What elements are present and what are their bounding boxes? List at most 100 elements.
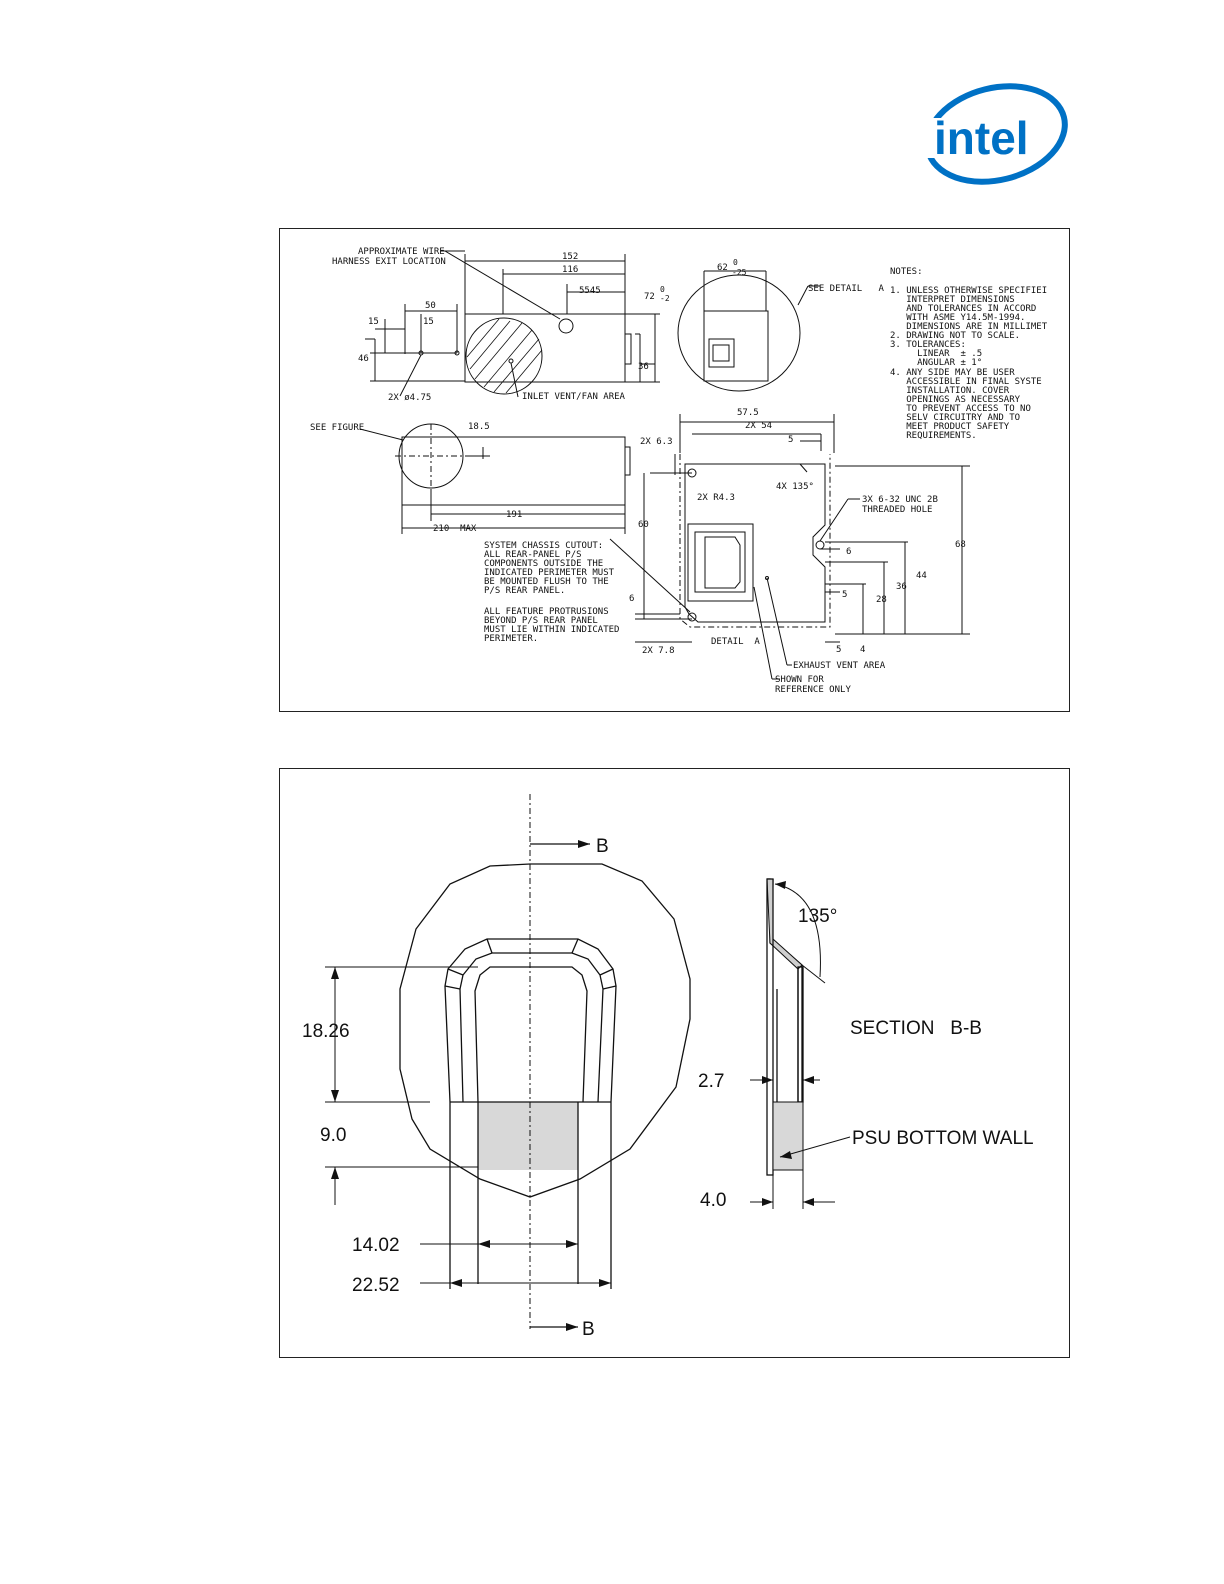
detail-a-title: DETAIL A <box>711 637 760 647</box>
see-figure-label: SEE FIGURE <box>310 423 364 433</box>
notes-line: REQUIREMENTS. <box>890 431 977 441</box>
dim-14-02: 14.02 <box>352 1235 400 1256</box>
dim-36-front: 36 <box>638 362 649 372</box>
intel-logo-mark: intel <box>920 83 1068 185</box>
notes-line: 1. UNLESS OTHERWISE SPECIFIEI <box>890 286 1047 296</box>
notes-line: 4. ANY SIDE MAY BE USER <box>890 368 1015 378</box>
intel-logo-text: intel <box>934 112 1029 164</box>
chassis-note-line: P/S REAR PANEL. <box>484 586 565 596</box>
section-title: SECTION B-B <box>850 1018 982 1039</box>
psu-front-view <box>365 250 660 398</box>
dim-6-bottom: 6 <box>629 594 634 604</box>
detail-a-callout <box>677 270 820 392</box>
dim-62: 62 <box>717 263 728 273</box>
see-detail-label: SEE DETAIL A <box>808 284 884 294</box>
notes-line: NOTES: <box>890 267 923 277</box>
notes-line: INSTALLATION. COVER <box>890 386 1010 396</box>
notes-line: ANGULAR ± 1° <box>890 358 982 368</box>
dim-72: 72 <box>644 292 655 302</box>
thread-label-1: 3X 6-32 UNC 2B <box>862 495 938 505</box>
dim-210-max: 210 MAX <box>433 524 477 534</box>
dim-152: 152 <box>562 252 578 262</box>
dim-191: 191 <box>506 510 522 520</box>
psu-side-view <box>359 423 631 534</box>
dim-62-tol-bottom: -25 <box>732 268 747 277</box>
notes-line: OPENINGS AS NECESSARY <box>890 395 1021 405</box>
dim-60: 60 <box>638 520 649 530</box>
dim-116: 116 <box>562 265 578 275</box>
psu-bottom-wall-zone <box>772 1101 804 1171</box>
dim-18-5: 18.5 <box>468 422 490 432</box>
cutout-section-drawing: B B 18.26 9.0 14.02 22.52 135° SECTION B… <box>279 768 1070 1358</box>
notes-line: 2. DRAWING NOT TO SCALE. <box>890 331 1020 341</box>
dim-22-52: 22.52 <box>352 1275 400 1296</box>
chassis-note-line: COMPONENTS OUTSIDE THE <box>484 559 603 569</box>
notes-line: TO PREVENT ACCESS TO NO <box>890 404 1031 414</box>
notes-line: INTERPRET DIMENSIONS <box>890 295 1015 305</box>
psu-drawing-svg: APPROXIMATE WIRE HARNESS EXIT LOCATION 1… <box>310 247 1048 695</box>
dim-57-5: 57.5 <box>737 408 759 418</box>
dim-2x-7-8: 2X 7.8 <box>642 646 675 656</box>
notes-line: WITH ASME Y14.5M-1994. <box>890 313 1025 323</box>
chassis-note-line: ALL REAR-PANEL P/S <box>484 550 582 560</box>
notes-line: MEET PRODUCT SAFETY <box>890 422 1010 432</box>
chassis-note-line: ALL FEATURE PROTRUSIONS <box>484 607 609 617</box>
dim-5545: 5545 <box>579 286 601 296</box>
dim-5-top: 5 <box>788 435 793 445</box>
section-wall-hatch <box>766 878 803 970</box>
chassis-note-line: SYSTEM CHASSIS CUTOUT: <box>484 541 603 551</box>
cutout-front-view <box>325 794 691 1331</box>
detail-a-drawing <box>609 414 970 680</box>
dim-5-right: 5 <box>842 590 847 600</box>
notes-line: LINEAR ± .5 <box>890 349 982 359</box>
psu-bottom-wall-label: PSU BOTTOM WALL <box>852 1128 1034 1149</box>
dim-9-0: 9.0 <box>320 1125 346 1146</box>
dim-50: 50 <box>425 301 436 311</box>
radius-label: 2X R4.3 <box>697 493 735 503</box>
dim-72-tol-bottom: -2 <box>660 294 670 303</box>
cutout-section-svg: B B 18.26 9.0 14.02 22.52 135° SECTION B… <box>302 794 1034 1340</box>
exhaust-vent-label: EXHAUST VENT AREA <box>793 661 886 671</box>
dim-4-0: 4.0 <box>700 1190 726 1211</box>
dim-36-detail: 36 <box>896 582 907 592</box>
notes-line: SELV CIRCUITRY AND TO <box>890 413 1020 423</box>
shaded-zone <box>478 1102 578 1170</box>
dim-46: 46 <box>358 354 369 364</box>
dim-6-hole: 6 <box>846 547 851 557</box>
notes-line: AND TOLERANCES IN ACCORD <box>890 304 1036 314</box>
thread-label-2: THREADED HOLE <box>862 505 932 515</box>
hole-diameter-label: 2X ø4.75 <box>388 393 431 403</box>
dim-72-tol-top: 0 <box>660 285 665 294</box>
psu-mechanical-drawing: APPROXIMATE WIRE HARNESS EXIT LOCATION 1… <box>279 228 1070 712</box>
section-arrow-top <box>578 840 590 848</box>
dim-2x-6-3: 2X 6.3 <box>640 437 673 447</box>
dim-5-bottom: 5 <box>836 645 841 655</box>
notes-line: ACCESSIBLE IN FINAL SYSTE <box>890 377 1042 387</box>
chassis-note-line: BE MOUNTED FLUSH TO THE <box>484 577 609 587</box>
chassis-note-line: BEYOND P/S REAR PANEL <box>484 616 598 626</box>
intel-logo: intel <box>920 78 1072 190</box>
notes-line: 3. TOLERANCES: <box>890 340 966 350</box>
inlet-vent-label: INLET VENT/FAN AREA <box>522 392 626 402</box>
dim-2-7: 2.7 <box>698 1071 724 1092</box>
dim-28: 28 <box>876 595 887 605</box>
chassis-note-line: PERIMETER. <box>484 634 538 644</box>
dim-4: 4 <box>860 645 865 655</box>
section-b-label-bottom: B <box>582 1319 595 1340</box>
chassis-note-line: MUST LIE WITHIN INDICATED <box>484 625 619 635</box>
wire-exit-label-2: HARNESS EXIT LOCATION <box>332 257 446 267</box>
section-b-label-top: B <box>596 836 609 857</box>
shown-for-label: SHOWN FOR <box>775 675 824 685</box>
dim-15-left: 15 <box>368 317 379 327</box>
dim-18-26: 18.26 <box>302 1021 350 1042</box>
section-b-b-view <box>750 878 851 1209</box>
angle-135-label: 135° <box>798 906 837 927</box>
chassis-cutout-note: SYSTEM CHASSIS CUTOUT: ALL REAR-PANEL P/… <box>484 541 619 644</box>
reference-only-label: REFERENCE ONLY <box>775 685 851 695</box>
drawing-notes: NOTES: 1. UNLESS OTHERWISE SPECIFIEI INT… <box>890 267 1048 441</box>
section-arrow-bottom <box>566 1323 578 1331</box>
angle-135-label: 4X 135° <box>776 482 814 492</box>
dim-68: 68 <box>955 540 966 550</box>
chassis-note-line: INDICATED PERIMETER MUST <box>484 568 615 578</box>
dim-2x-54: 2X 54 <box>745 421 772 431</box>
